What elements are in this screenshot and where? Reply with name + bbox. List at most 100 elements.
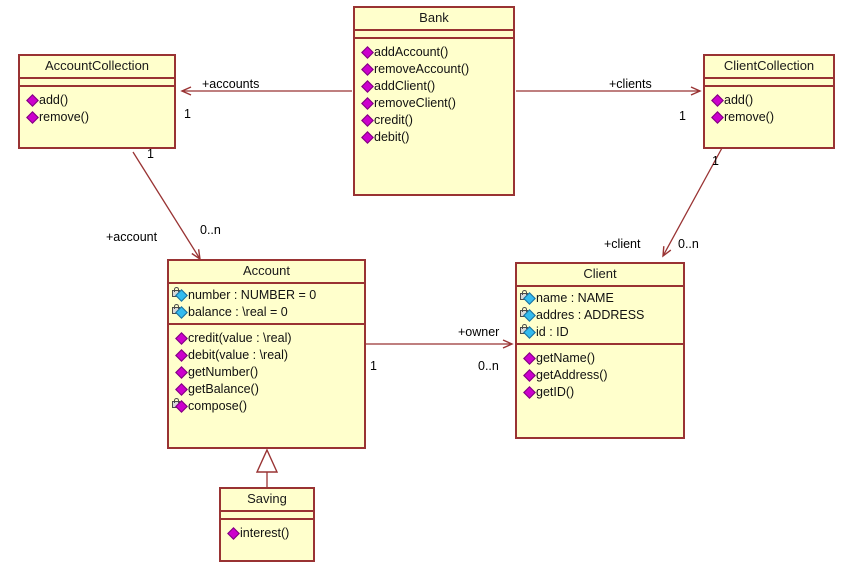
member-row: addAccount() [358, 43, 510, 60]
public-operation-icon [358, 62, 374, 76]
member-label: getName() [536, 350, 596, 365]
class-client-title: Client [517, 264, 683, 287]
class-bank-operations: addAccount() removeAccount() addClient()… [355, 39, 513, 150]
member-row: debit(value : \real) [172, 346, 361, 363]
member-label: addClient() [374, 78, 436, 93]
role-label-account: +account [106, 230, 158, 244]
member-label: removeAccount() [374, 61, 470, 76]
member-row: removeClient() [358, 94, 510, 111]
class-clientcollection-title: ClientCollection [705, 56, 833, 79]
member-label: remove() [724, 109, 775, 124]
member-label: id : ID [536, 324, 569, 339]
class-account-operations: credit(value : \real) debit(value : \rea… [169, 325, 364, 419]
class-accountcollection[interactable]: AccountCollection add() remove() [18, 54, 176, 149]
public-operation-icon [172, 348, 188, 362]
multiplicity-accountcollection-source: 1 [147, 147, 154, 161]
public-operation-icon [520, 385, 536, 399]
private-attribute-icon [520, 306, 536, 322]
public-operation-icon [172, 382, 188, 396]
class-client-operations: getName() getAddress() getID() [517, 345, 683, 405]
member-label: debit(value : \real) [188, 347, 289, 362]
member-row: add() [23, 91, 171, 108]
member-row: balance : \real = 0 [172, 303, 361, 320]
class-bank-title: Bank [355, 8, 513, 31]
member-row: credit() [358, 111, 510, 128]
class-bank-attributes [355, 31, 513, 39]
role-label-client: +client [604, 237, 641, 251]
member-label: removeClient() [374, 95, 456, 110]
member-row: removeAccount() [358, 60, 510, 77]
member-label: add() [39, 92, 69, 107]
role-label-accounts: +accounts [202, 77, 260, 91]
class-accountcollection-attributes [20, 79, 174, 87]
class-clientcollection[interactable]: ClientCollection add() remove() [703, 54, 835, 149]
member-row: getID() [520, 383, 680, 400]
private-attribute-icon [172, 303, 188, 319]
multiplicity-clientcollection-source: 1 [712, 154, 719, 168]
member-row: id : ID [520, 323, 680, 340]
public-operation-icon [172, 331, 188, 345]
member-row: addClient() [358, 77, 510, 94]
class-account-title: Account [169, 261, 364, 284]
member-label: number : NUMBER = 0 [188, 287, 317, 302]
member-label: balance : \real = 0 [188, 304, 288, 319]
public-operation-icon [23, 110, 39, 124]
private-attribute-icon [520, 289, 536, 305]
member-label: name : NAME [536, 290, 614, 305]
role-label-owner: +owner [458, 325, 500, 339]
class-saving-operations: interest() [221, 520, 313, 546]
multiplicity-clientcollection-end: 1 [679, 109, 686, 123]
public-operation-icon [708, 93, 724, 107]
member-label: remove() [39, 109, 90, 124]
member-label: getAddress() [536, 367, 608, 382]
class-saving[interactable]: Saving interest() [219, 487, 315, 562]
member-label: debit() [374, 129, 410, 144]
member-label: getNumber() [188, 364, 259, 379]
class-saving-title: Saving [221, 489, 313, 512]
member-row: add() [708, 91, 830, 108]
member-label: addAccount() [374, 44, 449, 59]
member-label: credit(value : \real) [188, 330, 292, 345]
member-row: number : NUMBER = 0 [172, 286, 361, 303]
member-row: debit() [358, 128, 510, 145]
class-clientcollection-attributes [705, 79, 833, 87]
class-client[interactable]: Client name : NAME addres : ADDRESS id :… [515, 262, 685, 439]
member-label: add() [724, 92, 754, 107]
public-operation-icon [358, 45, 374, 59]
class-bank[interactable]: Bank addAccount() removeAccount() addCli… [353, 6, 515, 196]
member-row: remove() [708, 108, 830, 125]
member-row: credit(value : \real) [172, 329, 361, 346]
multiplicity-account-target: 0..n [200, 223, 221, 237]
member-row: compose() [172, 397, 361, 414]
class-accountcollection-operations: add() remove() [20, 87, 174, 130]
member-label: getID() [536, 384, 575, 399]
public-operation-icon [224, 526, 240, 540]
class-accountcollection-title: AccountCollection [20, 56, 174, 79]
private-attribute-icon [172, 286, 188, 302]
public-operation-icon [358, 113, 374, 127]
member-row: getBalance() [172, 380, 361, 397]
multiplicity-account-source: 1 [370, 359, 377, 373]
member-row: getAddress() [520, 366, 680, 383]
public-operation-icon [520, 351, 536, 365]
member-label: interest() [240, 525, 290, 540]
member-row: name : NAME [520, 289, 680, 306]
member-row: interest() [224, 524, 310, 541]
class-client-attributes: name : NAME addres : ADDRESS id : ID [517, 287, 683, 345]
private-operation-icon [172, 397, 188, 413]
multiplicity-client-target: 0..n [678, 237, 699, 251]
public-operation-icon [358, 96, 374, 110]
multiplicity-accountcollection-end: 1 [184, 107, 191, 121]
private-attribute-icon [520, 323, 536, 339]
class-clientcollection-operations: add() remove() [705, 87, 833, 130]
role-label-clients: +clients [609, 77, 652, 91]
member-label: compose() [188, 398, 248, 413]
class-account-attributes: number : NUMBER = 0 balance : \real = 0 [169, 284, 364, 325]
public-operation-icon [172, 365, 188, 379]
public-operation-icon [708, 110, 724, 124]
class-account[interactable]: Account number : NUMBER = 0 balance : \r… [167, 259, 366, 449]
member-label: credit() [374, 112, 413, 127]
member-label: getBalance() [188, 381, 259, 396]
member-row: addres : ADDRESS [520, 306, 680, 323]
